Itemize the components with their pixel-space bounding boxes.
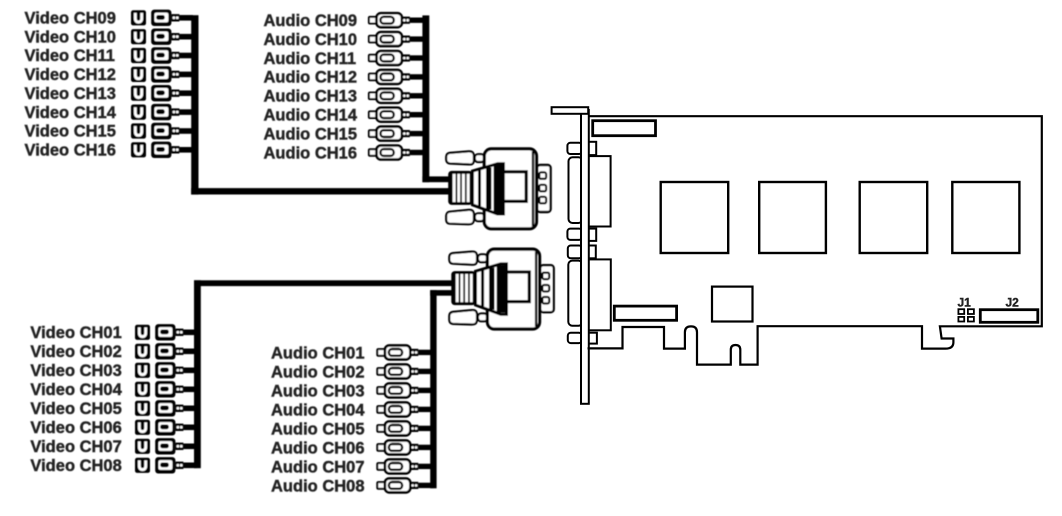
svg-text:Video CH03: Video CH03 [30,362,121,380]
svg-text:Audio CH08: Audio CH08 [271,477,365,495]
svg-text:Audio CH14: Audio CH14 [264,107,358,125]
svg-text:Audio CH02: Audio CH02 [271,363,365,381]
svg-text:Video CH04: Video CH04 [30,381,122,399]
svg-text:Audio CH16: Audio CH16 [264,144,358,162]
svg-text:Video CH10: Video CH10 [25,28,116,46]
svg-text:Audio CH06: Audio CH06 [271,439,365,457]
svg-text:Video CH11: Video CH11 [25,47,115,65]
svg-text:Audio CH11: Audio CH11 [264,50,357,68]
svg-text:Video CH06: Video CH06 [30,419,121,437]
svg-text:Video CH15: Video CH15 [25,123,116,141]
svg-text:Audio CH01: Audio CH01 [271,344,365,362]
svg-text:Video CH07: Video CH07 [30,438,121,456]
svg-text:Video CH12: Video CH12 [25,66,116,84]
svg-text:Audio CH07: Audio CH07 [271,458,365,476]
svg-text:Audio CH04: Audio CH04 [271,401,365,419]
svg-text:Audio CH10: Audio CH10 [264,31,358,49]
svg-text:Audio CH12: Audio CH12 [264,69,358,87]
svg-text:J2: J2 [1006,296,1020,310]
svg-text:Video CH09: Video CH09 [25,10,116,28]
svg-text:Audio CH15: Audio CH15 [264,125,358,143]
svg-text:Video CH13: Video CH13 [25,85,116,103]
svg-text:Audio CH05: Audio CH05 [271,420,365,438]
svg-text:J1: J1 [958,296,972,310]
svg-text:Video CH14: Video CH14 [25,104,117,122]
svg-text:Video CH02: Video CH02 [30,343,121,361]
svg-text:Audio CH03: Audio CH03 [271,382,365,400]
svg-text:Audio CH13: Audio CH13 [264,88,358,106]
svg-text:Video CH16: Video CH16 [25,142,116,160]
svg-text:Audio CH09: Audio CH09 [264,12,358,30]
svg-text:Video CH01: Video CH01 [30,324,121,342]
svg-text:Video CH05: Video CH05 [30,400,121,418]
svg-text:Video CH08: Video CH08 [30,457,121,475]
